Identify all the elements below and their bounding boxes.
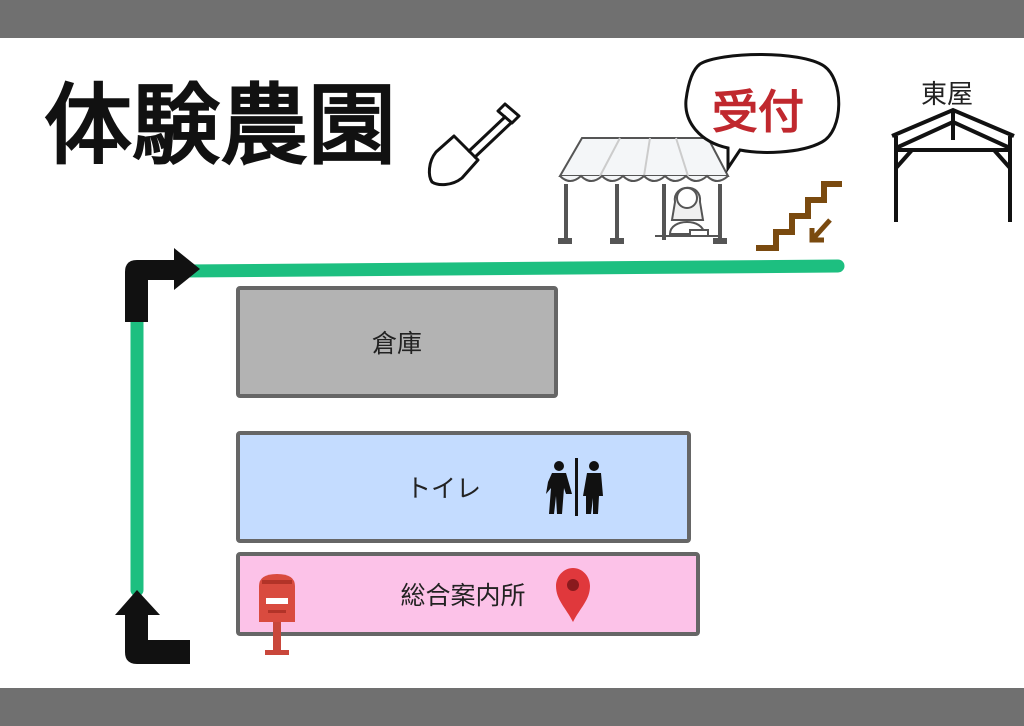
info-center-label: 総合案内所: [400, 581, 526, 610]
map-title: 体験農園: [44, 74, 397, 177]
info-center-building: 総合案内所: [236, 552, 700, 636]
gazebo-label: 東屋: [921, 80, 974, 110]
reception-label: 受付: [712, 85, 804, 139]
top-frame-bar: [0, 0, 1024, 38]
bottom-frame-bar: [0, 688, 1024, 726]
toilet-label: トイレ: [405, 474, 481, 503]
storage-building: 倉庫: [236, 286, 558, 398]
toilet-building: トイレ: [236, 431, 691, 543]
storage-label: 倉庫: [371, 329, 422, 358]
